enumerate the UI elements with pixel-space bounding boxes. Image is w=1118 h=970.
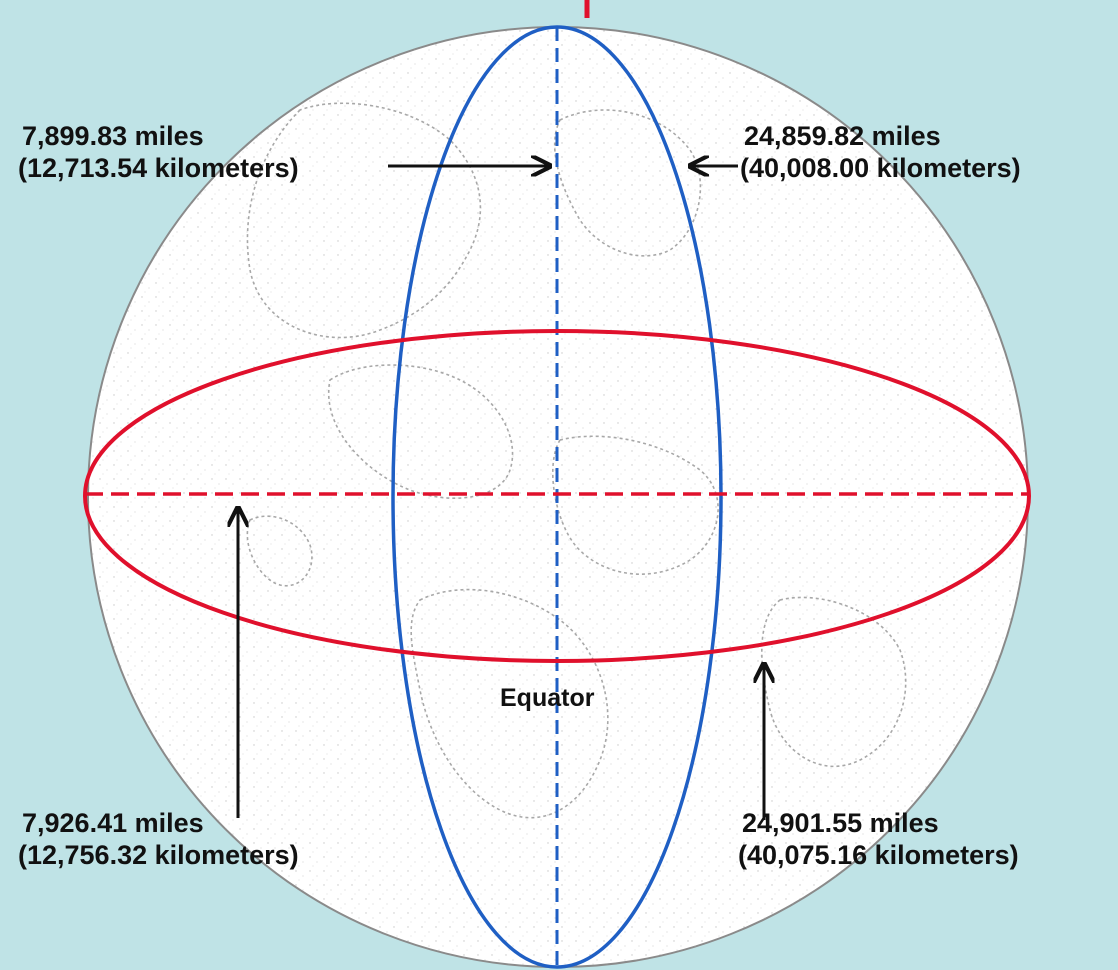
equatorial-diameter-km: (12,756.32 kilometers) bbox=[18, 840, 299, 870]
equatorial-circumference-km: (40,075.16 kilometers) bbox=[738, 840, 1019, 870]
polar-diameter-label: 7,899.83 miles (12,713.54 kilometers) bbox=[18, 121, 299, 183]
meridional-circumference-miles: 24,859.82 miles bbox=[744, 121, 941, 151]
meridional-circumference-label: 24,859.82 miles (40,008.00 kilometers) bbox=[740, 121, 1021, 183]
polar-diameter-miles: 7,899.83 miles bbox=[22, 121, 204, 151]
continent-outlines bbox=[246, 102, 907, 819]
meridional-circumference-km: (40,008.00 kilometers) bbox=[740, 153, 1021, 183]
equatorial-diameter-label: 7,926.41 miles (12,756.32 kilometers) bbox=[18, 808, 299, 870]
equator-ellipse bbox=[83, 329, 1031, 663]
equatorial-circumference-label: 24,901.55 miles (40,075.16 kilometers) bbox=[738, 808, 1019, 870]
equatorial-diameter-miles: 7,926.41 miles bbox=[22, 808, 204, 838]
polar-diameter-km: (12,713.54 kilometers) bbox=[18, 153, 299, 183]
equatorial-circumference-miles: 24,901.55 miles bbox=[742, 808, 939, 838]
equator-label: Equator bbox=[500, 684, 595, 712]
